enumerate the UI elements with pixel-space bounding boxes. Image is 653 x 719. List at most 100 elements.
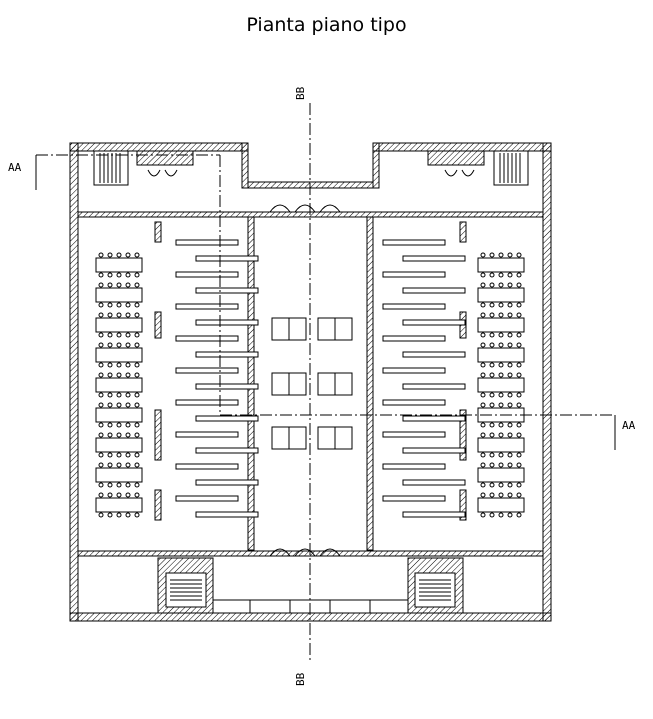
chair [516, 342, 522, 348]
chair [507, 492, 513, 498]
shelf [195, 415, 259, 422]
chair [134, 372, 140, 378]
chair [107, 272, 113, 278]
shelf [402, 383, 466, 390]
chair [125, 302, 131, 308]
chair [507, 302, 513, 308]
chair [507, 312, 513, 318]
chair [489, 272, 495, 278]
shelf [195, 351, 259, 358]
chair [498, 452, 504, 458]
shelf [195, 255, 259, 262]
chair [107, 302, 113, 308]
chair [489, 342, 495, 348]
chair [125, 252, 131, 258]
chair [516, 422, 522, 428]
chair [507, 252, 513, 258]
chair [98, 482, 104, 488]
chair [134, 312, 140, 318]
chair [498, 372, 504, 378]
shelf [175, 495, 239, 502]
chair [507, 282, 513, 288]
chair [498, 392, 504, 398]
shelf [175, 303, 239, 310]
chair [516, 392, 522, 398]
chair [116, 302, 122, 308]
wing-table [95, 497, 143, 513]
chair [107, 432, 113, 438]
wing-table [95, 377, 143, 393]
chair [516, 252, 522, 258]
chair [507, 372, 513, 378]
section-lines [36, 103, 615, 660]
chair [516, 362, 522, 368]
chair [498, 332, 504, 338]
section-label-bb-top: BB [294, 86, 307, 100]
chair [107, 252, 113, 258]
chair [107, 362, 113, 368]
chair [480, 512, 486, 518]
wing-table [477, 467, 525, 483]
shelf [175, 399, 239, 406]
shelf [382, 495, 446, 502]
chair [98, 462, 104, 468]
chair [498, 492, 504, 498]
chair [116, 402, 122, 408]
chair [98, 512, 104, 518]
chair [480, 272, 486, 278]
wing-table [95, 287, 143, 303]
shelf [382, 303, 446, 310]
hall-tables [271, 317, 353, 450]
chair [480, 422, 486, 428]
chair [116, 252, 122, 258]
chair [480, 432, 486, 438]
wing-table [477, 257, 525, 273]
chair [116, 512, 122, 518]
wing-table [95, 467, 143, 483]
chair [134, 452, 140, 458]
chair [98, 272, 104, 278]
chair [134, 392, 140, 398]
chair [498, 342, 504, 348]
chair [98, 492, 104, 498]
shelf [195, 479, 259, 486]
chair [116, 422, 122, 428]
wing-table [95, 437, 143, 453]
chair [498, 272, 504, 278]
chair [498, 422, 504, 428]
chair [507, 512, 513, 518]
chair [107, 452, 113, 458]
section-label-bb-bottom: BB [294, 672, 307, 686]
chair [480, 402, 486, 408]
chair [498, 462, 504, 468]
chair [116, 492, 122, 498]
wing-table [477, 347, 525, 363]
chair [98, 452, 104, 458]
chair [507, 342, 513, 348]
chair [98, 372, 104, 378]
chair [116, 372, 122, 378]
chair [507, 332, 513, 338]
shelf [402, 255, 466, 262]
chair [489, 452, 495, 458]
shelf [195, 319, 259, 326]
chair [98, 432, 104, 438]
chair [516, 272, 522, 278]
chair [489, 482, 495, 488]
chair [516, 432, 522, 438]
shelf [382, 239, 446, 246]
chair [516, 282, 522, 288]
chair [516, 372, 522, 378]
chair [125, 512, 131, 518]
chair [480, 312, 486, 318]
chair [489, 422, 495, 428]
chair [125, 272, 131, 278]
chair [516, 512, 522, 518]
chair [480, 252, 486, 258]
chair [516, 402, 522, 408]
chair [489, 402, 495, 408]
chair [489, 372, 495, 378]
chair [116, 482, 122, 488]
stair-bottom-left [157, 557, 214, 614]
chair [125, 482, 131, 488]
